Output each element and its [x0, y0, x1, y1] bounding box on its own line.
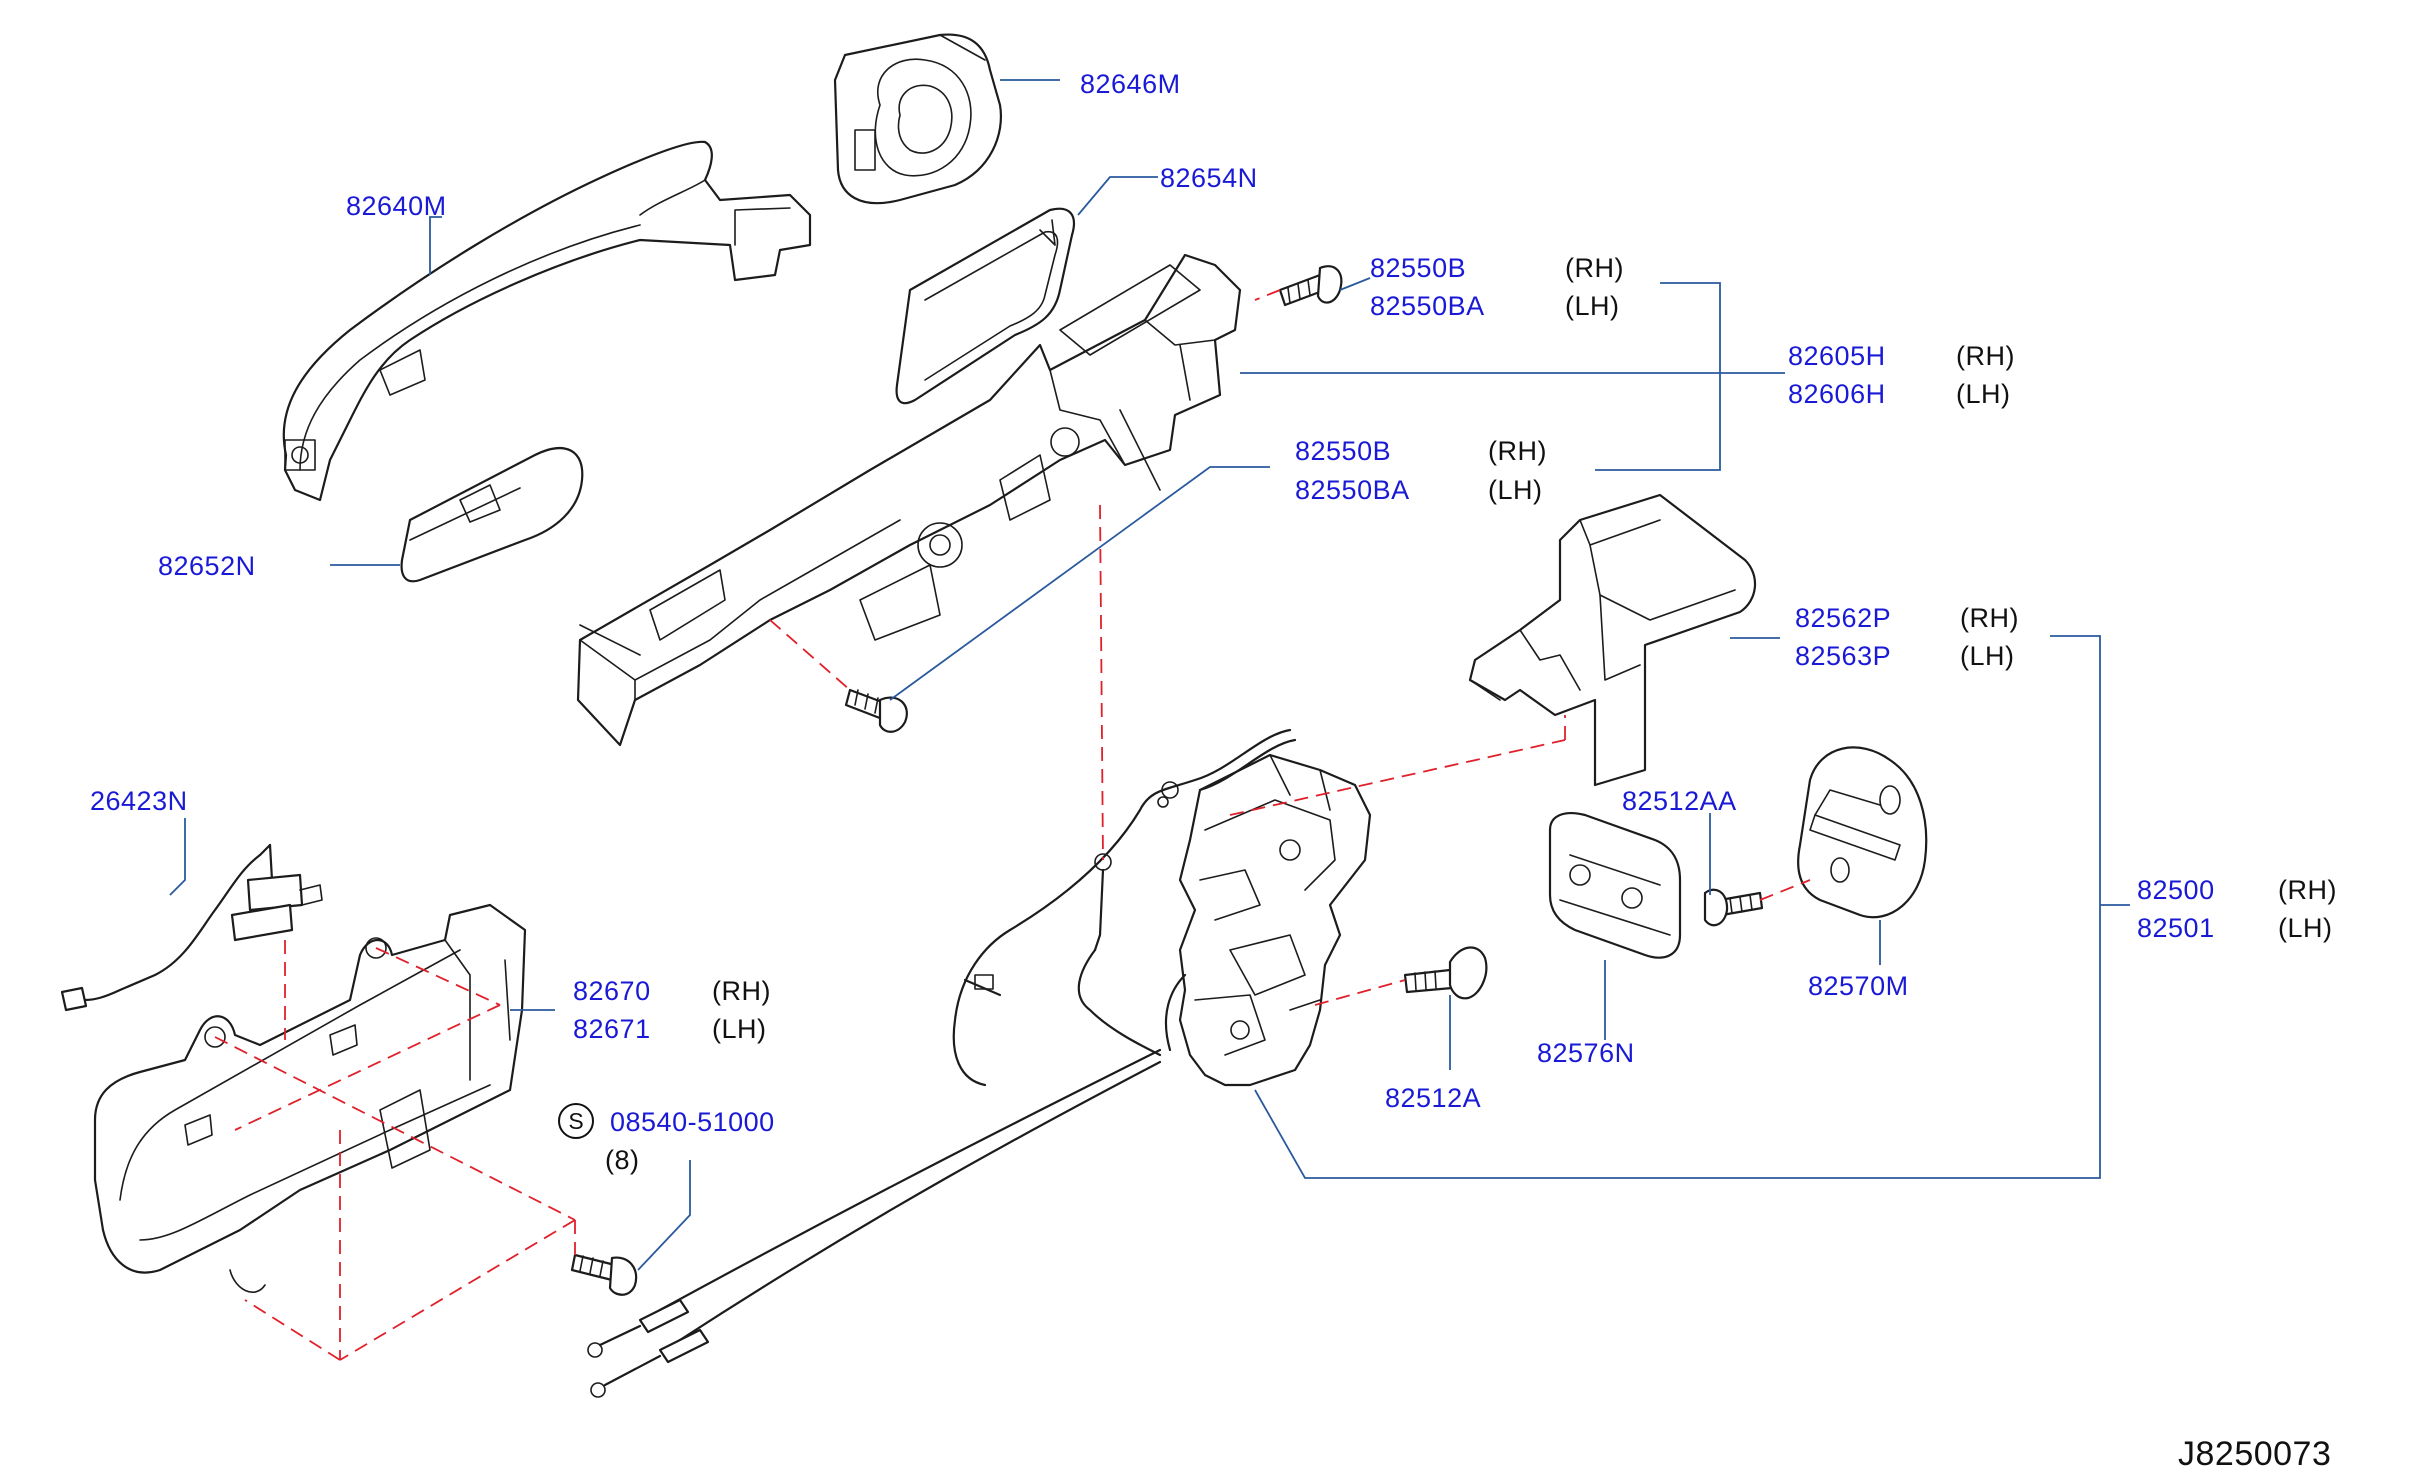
- side-rh-82500: (RH): [2278, 875, 2337, 905]
- gasket-part: [895, 207, 1076, 405]
- side-rh-82562p: (RH): [1960, 603, 2019, 633]
- label-82640m: 82640M: [346, 191, 447, 221]
- side-lh-82563p: (LH): [1960, 641, 2015, 671]
- label-82570m: 82570M: [1808, 971, 1909, 1001]
- side-rh-82550b-top: (RH): [1565, 253, 1624, 283]
- label-26423n: 26423N: [90, 786, 188, 816]
- label-82671: 82671: [573, 1014, 651, 1044]
- label-82606h: 82606H: [1788, 379, 1886, 409]
- sensor-harness-part: [60, 843, 323, 1012]
- label-82550ba-mid: 82550BA: [1295, 475, 1410, 505]
- striker-part: [1797, 746, 1928, 919]
- label-82605h: 82605H: [1788, 341, 1886, 371]
- label-82550ba-top: 82550BA: [1370, 291, 1485, 321]
- qty-08540: (8): [605, 1145, 640, 1175]
- label-82512a: 82512A: [1385, 1083, 1482, 1113]
- label-08540-51000: 08540-51000: [610, 1107, 775, 1137]
- door-lock-part: [1178, 753, 1372, 1087]
- outside-handle-part: [282, 140, 812, 502]
- side-lh-82501: (LH): [2278, 913, 2333, 943]
- screw-mid: [844, 688, 908, 733]
- bolt-82512a: [1403, 946, 1488, 1000]
- inside-handle-part: [93, 903, 527, 1293]
- side-rh-82670: (RH): [712, 976, 771, 1006]
- reinforcement-part: [1468, 493, 1757, 787]
- side-lh-82606h: (LH): [1956, 379, 2011, 409]
- label-82562p: 82562P: [1795, 603, 1892, 633]
- screw-top: [1278, 265, 1343, 307]
- label-82646m: 82646M: [1080, 69, 1181, 99]
- side-rh-82605h: (RH): [1956, 341, 2015, 371]
- shim-part: [1548, 812, 1682, 959]
- label-82512aa: 82512AA: [1622, 786, 1737, 816]
- side-rh-82550b-mid: (RH): [1488, 436, 1547, 466]
- label-82670: 82670: [573, 976, 651, 1006]
- alignment-lines: [214, 289, 1811, 1361]
- label-82563p: 82563P: [1795, 641, 1892, 671]
- handle-bracket-part: [576, 253, 1242, 747]
- diagram-id: J8250073: [2178, 1435, 2332, 1473]
- small-gasket-part: [400, 447, 584, 583]
- escutcheon-part: [833, 33, 1002, 205]
- screw-08540: [570, 1253, 638, 1296]
- leader-lines: [169, 79, 2130, 1271]
- side-lh-82671: (LH): [712, 1014, 767, 1044]
- label-82550b-mid: 82550B: [1295, 436, 1392, 466]
- bolt-82512aa: [1703, 888, 1764, 927]
- label-82500: 82500: [2137, 875, 2215, 905]
- side-lh-82550ba-top: (LH): [1565, 291, 1620, 321]
- label-82550b-top: 82550B: [1370, 253, 1467, 283]
- label-82501: 82501: [2137, 913, 2215, 943]
- label-82576n: 82576N: [1537, 1038, 1635, 1068]
- cables: [587, 728, 1297, 1398]
- side-lh-82550ba-mid: (LH): [1488, 475, 1543, 505]
- s-symbol: S: [558, 1103, 594, 1139]
- label-82652n: 82652N: [158, 551, 256, 581]
- label-82654n: 82654N: [1160, 163, 1258, 193]
